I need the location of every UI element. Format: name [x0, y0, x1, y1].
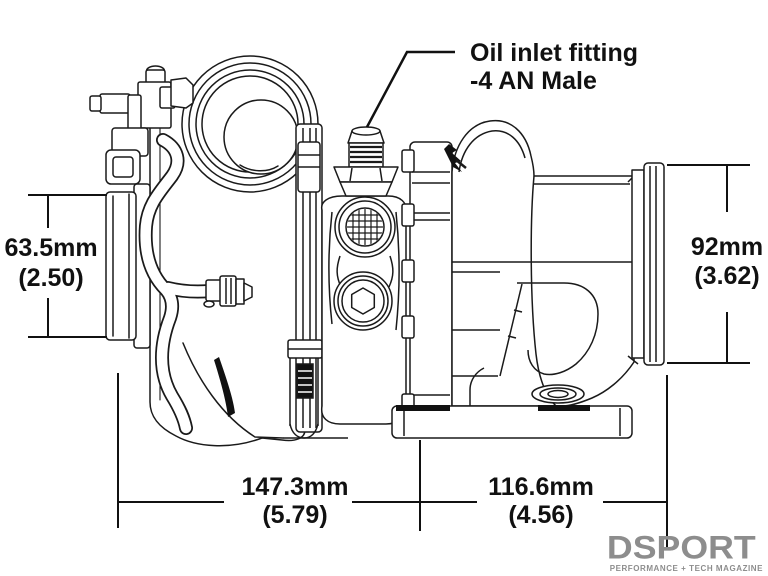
clamp-swirl — [531, 384, 585, 404]
dimension-bottom-lines — [117, 373, 668, 549]
dimension-right-mm: 92mm — [691, 233, 763, 261]
center-cartridge — [320, 126, 408, 425]
turbine-housing — [444, 119, 635, 407]
dimension-left-mm: 63.5mm — [4, 234, 97, 262]
hose-an-fitting — [203, 275, 253, 308]
turbine-inlet-flange — [391, 405, 633, 439]
compressor-housing — [105, 55, 319, 447]
vacuum-nipple — [99, 93, 131, 114]
speed-sensor-port — [334, 196, 396, 258]
hex-plug-port — [333, 271, 393, 331]
oil-inlet-fitting — [333, 126, 399, 197]
dimension-right-lines — [667, 164, 750, 364]
oil-inlet-callout-line2: -4 AN Male — [470, 67, 597, 95]
dimension-right-inch: (3.62) — [694, 262, 759, 290]
dimension-left-inch: (2.50) — [18, 264, 83, 292]
dimension-left-lines — [28, 194, 107, 338]
cast-mark — [444, 144, 462, 172]
oil-drain-fitting — [287, 339, 323, 439]
cast-shadow-mark — [214, 357, 235, 417]
dsport-logo: DSPORT PERFORMANCE + TECH MAGAZINE — [606, 529, 763, 573]
dimension-lines — [28, 50, 750, 549]
wastegate-port — [517, 282, 599, 376]
dsport-logo-name: DSPORT — [606, 529, 756, 566]
dimension-bottom-right-mm: 116.6mm — [488, 473, 594, 501]
dimension-bottom-left-mm: 147.3mm — [241, 473, 348, 501]
callout-leader-line — [365, 50, 455, 128]
turbine-bolt-flange — [401, 141, 453, 431]
annotations: Oil inlet fitting -4 AN Male 63.5mm (2.5… — [4, 39, 763, 529]
dimension-bottom-right-inch: (4.56) — [508, 501, 573, 529]
oil-inlet-callout-line1: Oil inlet fitting — [470, 39, 638, 67]
recirculation-valve — [89, 65, 194, 185]
dsport-logo-tagline: PERFORMANCE + TECH MAGAZINE — [609, 564, 763, 573]
vband-outlet-flange — [627, 162, 665, 366]
dimension-bottom-left-inch: (5.79) — [262, 501, 327, 529]
compressor-inlet-rings — [181, 55, 319, 193]
